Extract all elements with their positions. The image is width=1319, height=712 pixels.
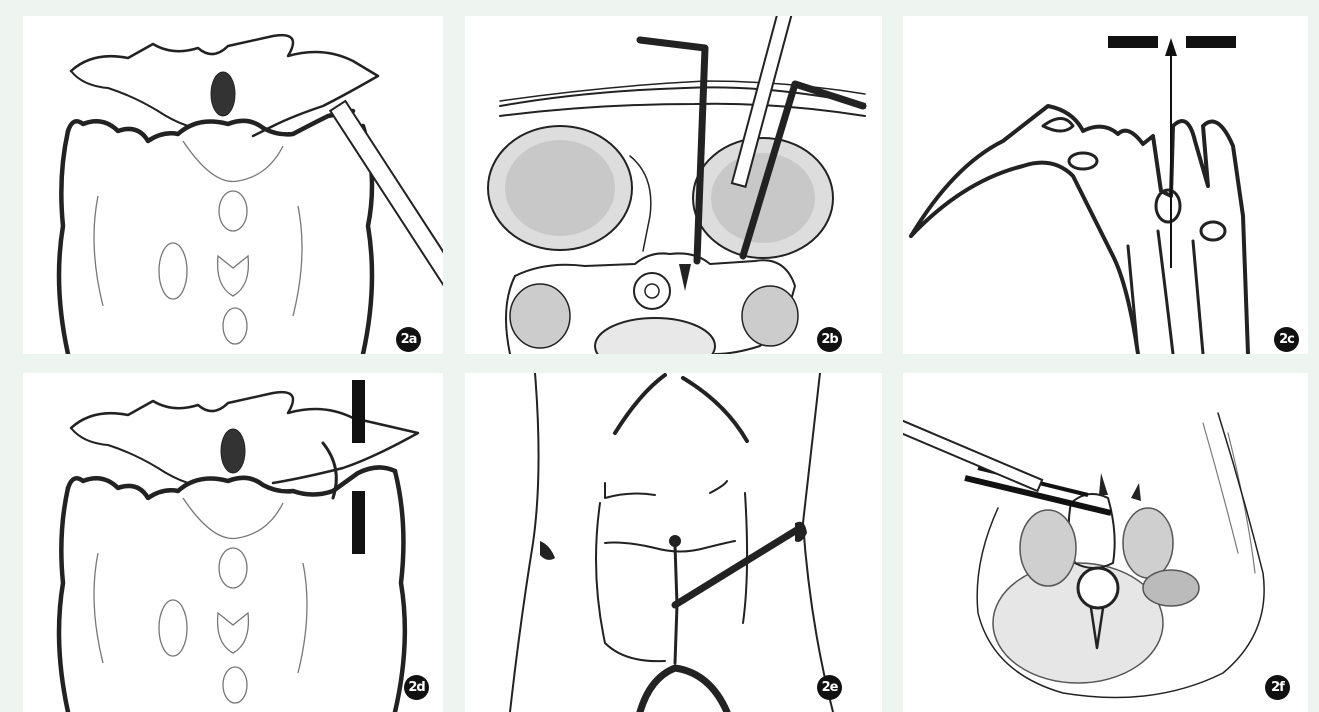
incision-line bbox=[675, 528, 800, 605]
marker-bar-lower bbox=[352, 491, 365, 554]
figure-panel-2d: 2d bbox=[23, 373, 443, 712]
panel-label-2a: 2a bbox=[396, 327, 421, 352]
figure-panel-2e: 2e bbox=[465, 373, 882, 712]
panel-label-2f: 2f bbox=[1265, 675, 1290, 700]
axial-probe-drawing bbox=[903, 373, 1308, 712]
panel-label-2b: 2b bbox=[817, 327, 842, 352]
marker-bar-upper bbox=[352, 380, 365, 443]
panel-label-2e: 2e bbox=[817, 675, 842, 700]
vertebra-lateral-marked-drawing bbox=[23, 373, 443, 712]
figure-panel-2a: 2a bbox=[23, 16, 443, 354]
panel-label-2c: 2c bbox=[1274, 327, 1299, 352]
surface-incision-drawing bbox=[465, 373, 882, 712]
axial-section-drawing bbox=[465, 16, 882, 354]
sagittal-outline-drawing bbox=[903, 16, 1308, 354]
vertebra-lateral-drawing bbox=[23, 16, 443, 354]
figure-panel-2c: 2c bbox=[903, 16, 1308, 354]
marker-bar-right bbox=[1186, 36, 1236, 48]
marker-bar-left bbox=[1108, 36, 1158, 48]
retractor-left bbox=[640, 40, 705, 261]
figure-panel-2b: 2b bbox=[465, 16, 882, 354]
panel-label-2d: 2d bbox=[404, 675, 429, 700]
instrument-probe bbox=[330, 101, 443, 287]
figure-panel-2f: 2f bbox=[903, 373, 1308, 712]
